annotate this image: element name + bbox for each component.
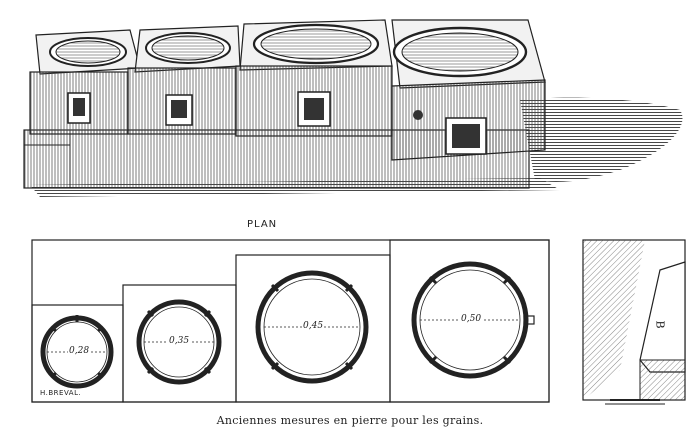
- engraver-signature: H.BREVAL.: [40, 389, 82, 397]
- measure-label-0-28: 0,28: [68, 346, 91, 356]
- measure-label-0-35: 0,35: [168, 336, 191, 346]
- plan-title: PLAN: [247, 219, 278, 230]
- plan-view: [31, 239, 550, 403]
- measure-label-0-45: 0,45: [302, 321, 325, 331]
- stone-measures-drawing: [23, 19, 683, 197]
- stone-block-2: [127, 25, 241, 135]
- plan-measure-circle-4: [411, 261, 535, 379]
- ground-shadow: [520, 97, 683, 182]
- plan-cell-4: [389, 239, 550, 403]
- stone-block-4: [391, 19, 546, 161]
- stone-block-3: [235, 19, 393, 137]
- side-view-label-b: B: [653, 320, 667, 329]
- plan-measure-circle-3: [255, 270, 369, 384]
- side-section-view: [582, 239, 686, 405]
- plan-measure-circle-2: [136, 299, 222, 385]
- stone-block-1: [29, 29, 141, 135]
- figure-caption: Anciennes mesures en pierre pour les gra…: [216, 414, 484, 427]
- measure-label-0-50: 0,50: [460, 314, 483, 324]
- plan-measure-circle-1: [40, 315, 114, 389]
